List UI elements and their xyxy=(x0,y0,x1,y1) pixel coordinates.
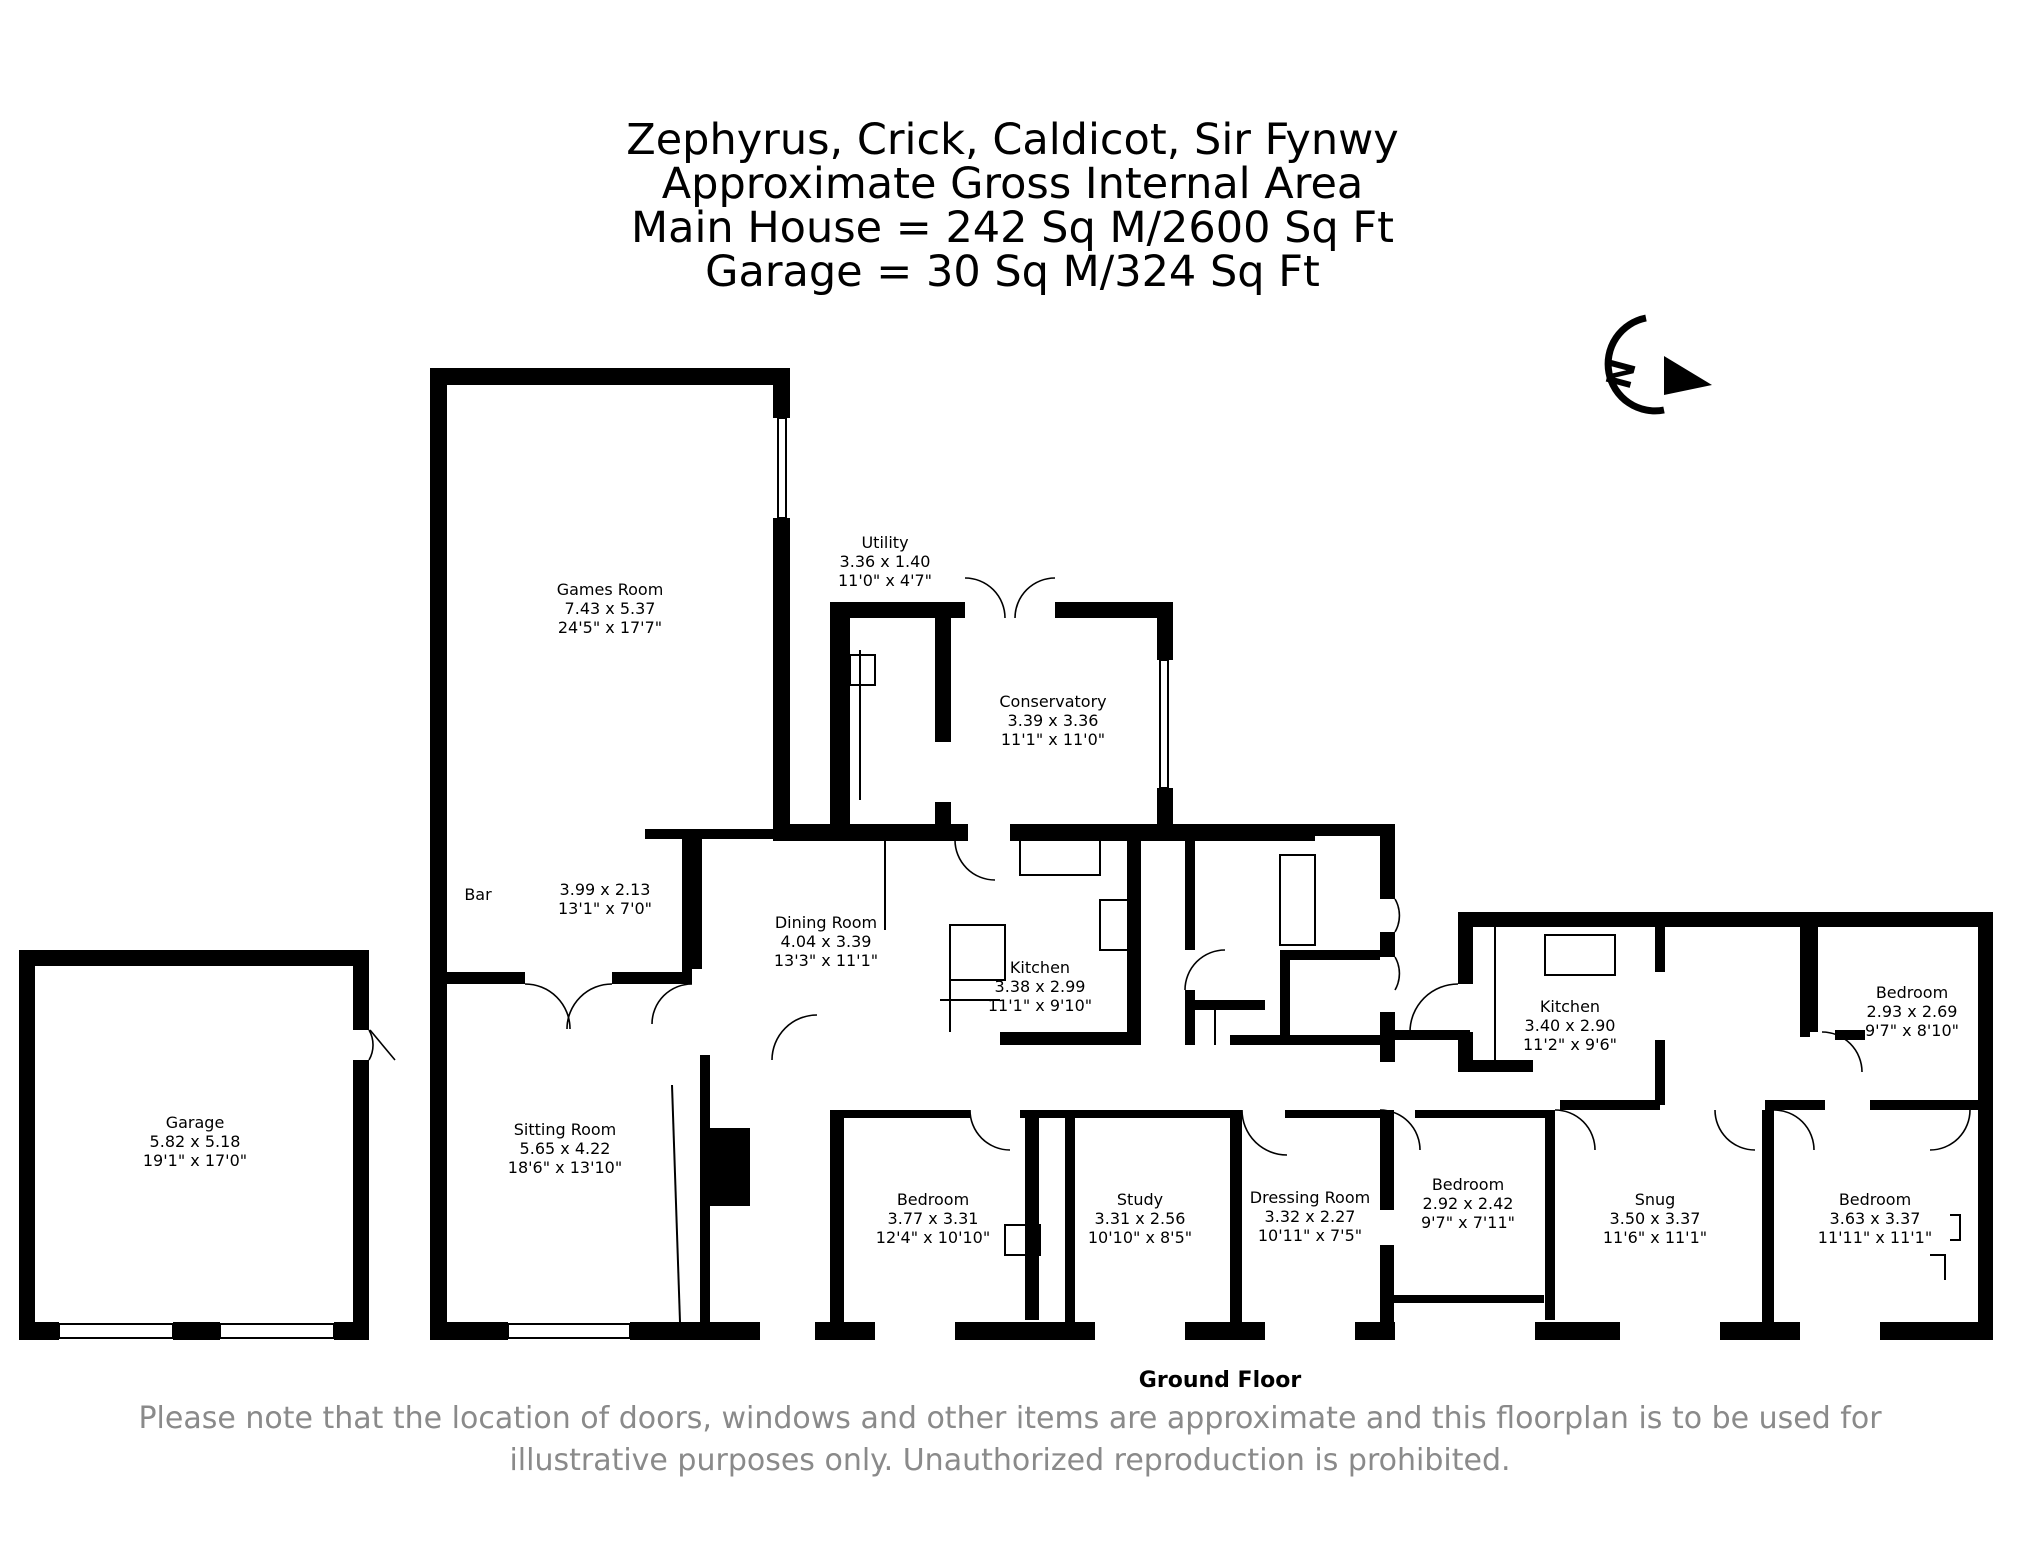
room-study: Study 3.31 x 2.56 10'10" x 8'5" xyxy=(1088,1190,1192,1247)
room-sitting-room: Sitting Room 5.65 x 4.22 18'6" x 13'10" xyxy=(508,1120,622,1177)
room-imperial: 18'6" x 13'10" xyxy=(508,1158,622,1177)
room-bedroom-3: Bedroom 2.93 x 2.69 9'7" x 8'10" xyxy=(1865,983,1959,1040)
room-imperial: 19'1" x 17'0" xyxy=(143,1151,247,1170)
room-imperial: 11'1" x 9'10" xyxy=(988,996,1092,1015)
room-imperial: 9'7" x 8'10" xyxy=(1865,1021,1959,1040)
room-metric: 3.40 x 2.90 xyxy=(1525,1016,1616,1035)
room-dining-room: Dining Room 4.04 x 3.39 13'3" x 11'1" xyxy=(774,913,878,970)
room-imperial: 12'4" x 10'10" xyxy=(876,1228,990,1247)
room-imperial: 13'3" x 11'1" xyxy=(774,951,878,970)
room-imperial: 11'11" x 11'1" xyxy=(1818,1228,1932,1247)
room-metric: 3.39 x 3.36 xyxy=(1008,711,1099,730)
room-metric: 3.31 x 2.56 xyxy=(1095,1209,1186,1228)
room-imperial: 11'2" x 9'6" xyxy=(1523,1035,1617,1054)
room-snug: Snug 3.50 x 3.37 11'6" x 11'1" xyxy=(1603,1190,1707,1247)
room-utility: Utility 3.36 x 1.40 11'0" x 4'7" xyxy=(838,533,932,590)
room-metric: 3.38 x 2.99 xyxy=(995,977,1086,996)
room-games-room: Games Room 7.43 x 5.37 24'5" x 17'7" xyxy=(557,580,664,637)
room-kitchen-main: Kitchen 3.38 x 2.99 11'1" x 9'10" xyxy=(988,958,1092,1015)
room-name: Kitchen xyxy=(1010,958,1070,977)
room-name: Bedroom xyxy=(1839,1190,1911,1209)
room-metric: 5.82 x 5.18 xyxy=(150,1132,241,1151)
room-garage: Garage 5.82 x 5.18 19'1" x 17'0" xyxy=(143,1113,247,1170)
room-imperial: 11'1" x 11'0" xyxy=(1001,730,1105,749)
room-name: Dining Room xyxy=(775,913,877,932)
room-imperial: 13'1" x 7'0" xyxy=(558,899,652,918)
address-title: Zephyrus, Crick, Caldicot, Sir Fynwy xyxy=(626,115,1399,165)
area-subtitle: Approximate Gross Internal Area xyxy=(661,159,1364,209)
room-imperial: 24'5" x 17'7" xyxy=(558,618,662,637)
main-house-area: Main House = 242 Sq M/2600 Sq Ft xyxy=(631,203,1394,253)
room-metric: 2.92 x 2.42 xyxy=(1423,1194,1514,1213)
north-compass-icon: N xyxy=(1599,314,1712,415)
room-bedroom-1: Bedroom 3.77 x 3.31 12'4" x 10'10" xyxy=(876,1190,990,1247)
room-name: Bedroom xyxy=(1876,983,1948,1002)
room-name: Sitting Room xyxy=(514,1120,617,1139)
room-imperial: 11'6" x 11'1" xyxy=(1603,1228,1707,1247)
plan-header: Zephyrus, Crick, Caldicot, Sir Fynwy App… xyxy=(0,118,2025,294)
room-imperial: 11'0" x 4'7" xyxy=(838,571,932,590)
room-name: Bedroom xyxy=(1432,1175,1504,1194)
room-bedroom-4: Bedroom 3.63 x 3.37 11'11" x 11'1" xyxy=(1818,1190,1932,1247)
room-bar: Bar 3.99 x 2.13 13'1" x 7'0" xyxy=(464,880,652,918)
compass-letter: N xyxy=(1599,355,1645,393)
room-kitchen-annex: Kitchen 3.40 x 2.90 11'2" x 9'6" xyxy=(1523,997,1617,1054)
room-metric: 3.50 x 3.37 xyxy=(1610,1209,1701,1228)
room-imperial: 10'10" x 8'5" xyxy=(1088,1228,1192,1247)
room-name: Garage xyxy=(166,1113,225,1132)
room-name: Utility xyxy=(861,533,908,552)
disclaimer-text: Please note that the location of doors, … xyxy=(138,1401,1882,1478)
walls xyxy=(19,368,1993,1340)
thin-lines xyxy=(58,417,1961,1339)
room-name: Bar xyxy=(464,885,492,904)
room-imperial: 10'11" x 7'5" xyxy=(1258,1226,1362,1245)
room-imperial: 9'7" x 7'11" xyxy=(1421,1213,1515,1232)
room-bedroom-2: Bedroom 2.92 x 2.42 9'7" x 7'11" xyxy=(1421,1175,1515,1232)
room-name: Conservatory xyxy=(999,692,1106,711)
room-metric: 3.77 x 3.31 xyxy=(888,1209,979,1228)
room-labels: Games Room 7.43 x 5.37 24'5" x 17'7" Bar… xyxy=(143,533,1959,1247)
room-metric: 3.63 x 3.37 xyxy=(1830,1209,1921,1228)
room-name: Games Room xyxy=(557,580,664,599)
room-metric: 3.99 x 2.13 xyxy=(560,880,651,899)
room-conservatory: Conservatory 3.39 x 3.36 11'1" x 11'0" xyxy=(999,692,1106,749)
room-name: Dressing Room xyxy=(1250,1188,1370,1207)
room-metric: 7.43 x 5.37 xyxy=(565,599,656,618)
room-metric: 3.36 x 1.40 xyxy=(840,552,931,571)
room-name: Study xyxy=(1117,1190,1163,1209)
room-metric: 3.32 x 2.27 xyxy=(1265,1207,1356,1226)
room-name: Bedroom xyxy=(897,1190,969,1209)
room-name: Kitchen xyxy=(1540,997,1600,1016)
garage-area: Garage = 30 Sq M/324 Sq Ft xyxy=(705,247,1320,297)
room-metric: 4.04 x 3.39 xyxy=(781,932,872,951)
floor-label: Ground Floor xyxy=(1138,1368,1302,1393)
room-metric: 2.93 x 2.69 xyxy=(1867,1002,1958,1021)
room-dressing-room: Dressing Room 3.32 x 2.27 10'11" x 7'5" xyxy=(1250,1188,1370,1245)
room-name: Snug xyxy=(1635,1190,1676,1209)
door-swings xyxy=(368,577,1971,1156)
room-metric: 5.65 x 4.22 xyxy=(520,1139,611,1158)
